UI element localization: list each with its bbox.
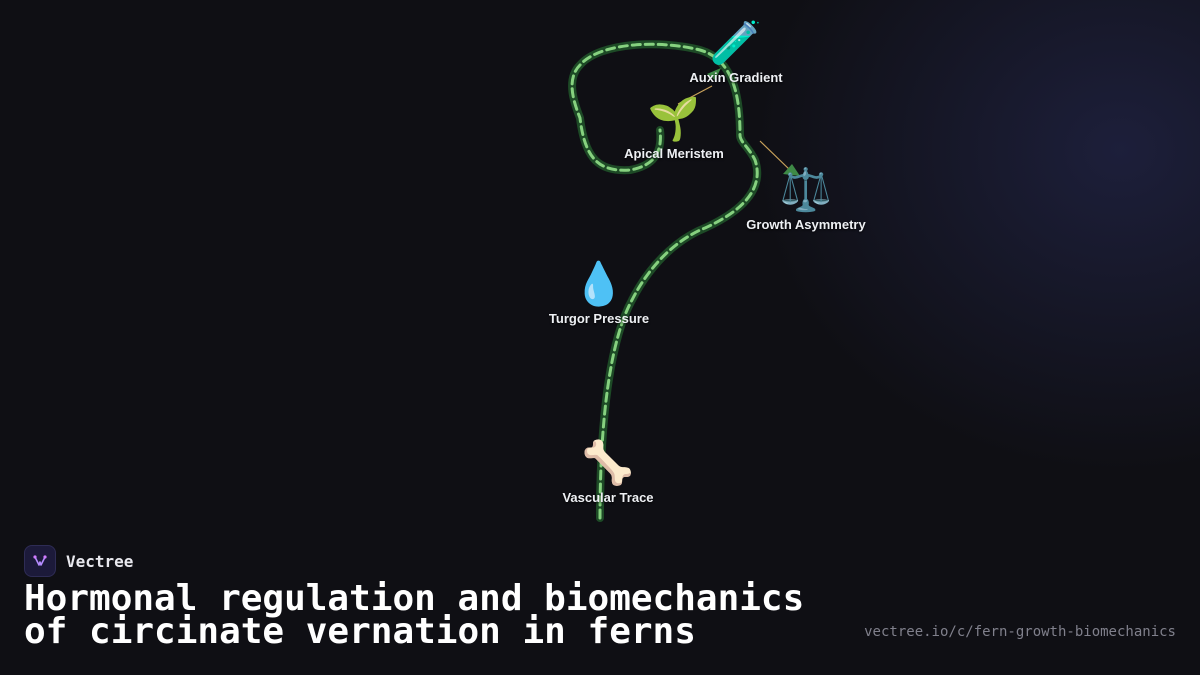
node-apical-meristem[interactable]: 🌱 Apical Meristem	[594, 96, 754, 161]
balance-scale-icon: ⚖️	[779, 168, 833, 214]
stem-tip-arrow-asymmetry	[783, 164, 800, 176]
node-label: Growth Asymmetry	[746, 217, 866, 232]
page-title: Hormonal regulation and biomechanics of …	[24, 578, 805, 652]
node-label: Apical Meristem	[624, 146, 724, 161]
page-url[interactable]: vectree.io/c/fern-growth-biomechanics	[864, 624, 1176, 640]
node-growth-asymmetry[interactable]: ⚖️ Growth Asymmetry	[726, 167, 886, 232]
leader-line-stem-asymmetry	[759, 140, 792, 172]
water-drop-icon: 💧	[572, 262, 626, 308]
bone-icon: 🦴	[581, 441, 635, 487]
node-vascular-trace[interactable]: 🦴 Vascular Trace	[528, 440, 688, 505]
node-label: Auxin Gradient	[689, 70, 783, 85]
node-label: Vascular Trace	[562, 490, 654, 505]
brand[interactable]: Vectree	[24, 544, 133, 578]
leader-line-apical-auxin	[677, 85, 713, 105]
node-turgor-pressure[interactable]: 💧 Turgor Pressure	[519, 261, 679, 326]
node-auxin-gradient[interactable]: 🧪 Auxin Gradient	[656, 20, 816, 85]
node-label: Turgor Pressure	[548, 311, 650, 326]
brand-name: Vectree	[66, 551, 134, 571]
fiddlehead-stem-dashes	[570, 42, 759, 520]
test-tube-icon: 🧪	[709, 21, 763, 67]
seedling-icon: 🌱	[647, 97, 701, 143]
stem-tip-arrow-auxin	[707, 68, 721, 80]
vectree-logo-icon	[24, 545, 56, 577]
